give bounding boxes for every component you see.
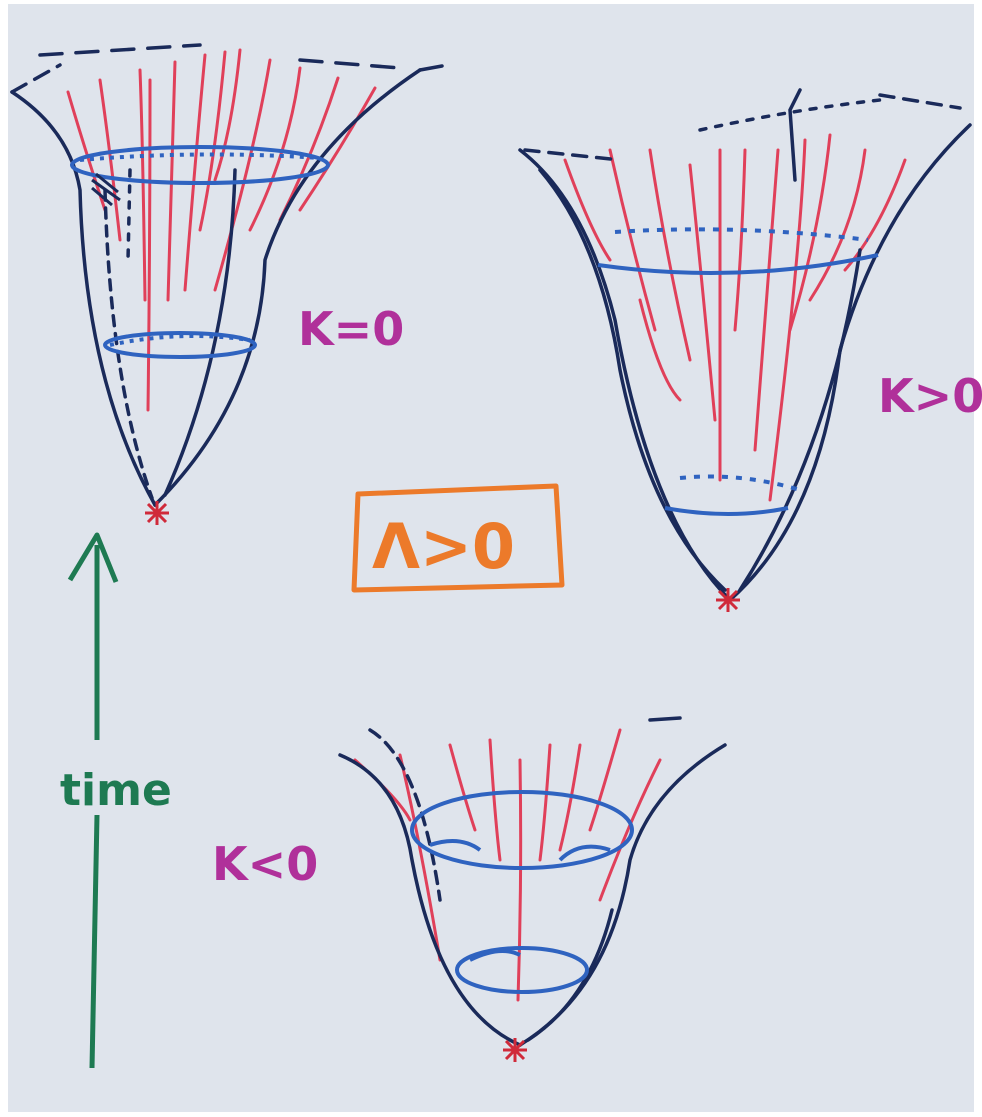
singularity-k-negative — [503, 1038, 527, 1062]
label-lambda: Λ>0 — [372, 510, 515, 583]
label-k-zero: K=0 — [298, 302, 404, 356]
label-k-negative: K<0 — [212, 837, 318, 891]
label-time: time — [60, 765, 172, 816]
singularity-k-zero — [145, 501, 169, 525]
label-k-positive: K>0 — [878, 369, 982, 423]
singularity-k-positive — [716, 588, 740, 612]
